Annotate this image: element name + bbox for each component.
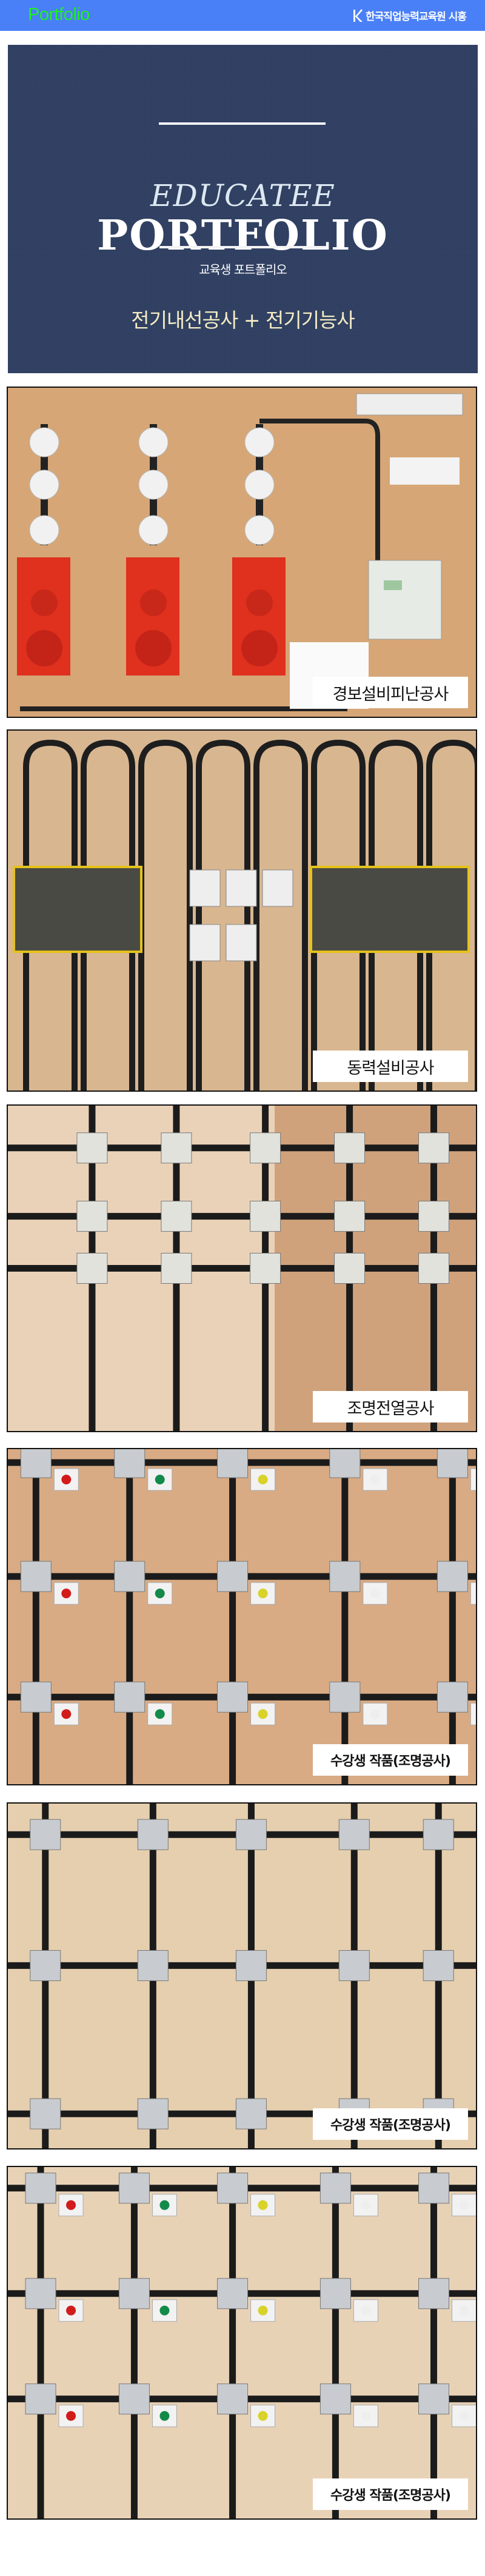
student-work-photo-image xyxy=(8,2167,476,2518)
photo-power-equipment: 동력설비공사 xyxy=(7,729,477,1092)
photo-caption: 경보설비피난공사 xyxy=(313,677,468,708)
photo-caption: 수강생 작품(조명공사) xyxy=(313,2478,468,2510)
org-link[interactable]: 한국직업능력교육원 시흥 xyxy=(352,8,467,23)
photo-caption: 수강생 작품(조명공사) xyxy=(313,2108,468,2140)
photo-caption: 수강생 작품(조명공사) xyxy=(313,1744,468,1776)
fire-alarm-photo-image xyxy=(17,393,463,711)
photo-student-work-1: 수강생 작품(조명공사) xyxy=(7,1448,477,1785)
student-work-photo-image xyxy=(8,1449,476,1784)
portfolio-banner: EDUCATEE PORTFOLIO 교육생 포트폴리오 전기내선공사 + 전기… xyxy=(8,45,478,373)
photo-student-work-2: 수강생 작품(조명공사) xyxy=(7,1802,477,2149)
banner-eyebrow: EDUCATEE xyxy=(150,178,335,213)
photo-caption: 조명전열공사 xyxy=(313,1391,468,1422)
brand-title[interactable]: Portfolio xyxy=(28,5,90,24)
student-work-photo-image xyxy=(8,1804,476,2148)
photo-lighting-outlet: 조명전열공사 xyxy=(7,1104,477,1432)
photo-fire-alarm: 경보설비피난공사 xyxy=(7,387,477,718)
photo-student-work-3: 수강생 작품(조명공사) xyxy=(7,2166,477,2520)
banner-title: PORTFOLIO xyxy=(97,211,389,260)
banner-courses: 전기내선공사 + 전기기능사 xyxy=(131,308,355,332)
divider-bottom xyxy=(159,246,326,248)
power-equipment-photo-image xyxy=(13,739,476,1090)
top-header: Portfolio 한국직업능력교육원 시흥 xyxy=(0,0,485,31)
lighting-outlet-photo-image xyxy=(8,1106,476,1431)
org-name: 한국직업능력교육원 시흥 xyxy=(366,11,467,23)
photo-caption: 동력설비공사 xyxy=(313,1051,468,1082)
k-logo-icon xyxy=(353,8,363,22)
banner-subtitle: 교육생 포트폴리오 xyxy=(199,262,287,277)
divider-top xyxy=(159,122,326,125)
